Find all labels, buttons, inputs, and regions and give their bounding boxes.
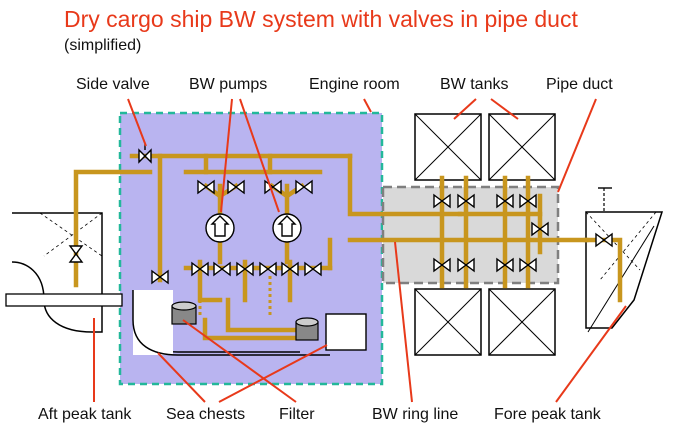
bw-tank: [488, 288, 556, 356]
label-pipe-duct: Pipe duct: [546, 76, 613, 93]
bw-tank: [488, 113, 556, 181]
diagram-title: Dry cargo ship BW system with valves in …: [64, 6, 578, 32]
bw-tank: [414, 113, 482, 181]
label-aft-peak-tank: Aft peak tank: [38, 406, 132, 423]
filter: [295, 317, 319, 341]
label-bw-pumps: BW pumps: [189, 76, 268, 93]
sea-chest-box: [133, 290, 173, 355]
bw-pump: [272, 213, 302, 243]
leader-lines: [93, 98, 627, 403]
diagram-subtitle: (simplified): [64, 37, 142, 54]
side-valve: [138, 144, 152, 164]
fore-peak-tank: [585, 211, 664, 329]
bw-pump: [205, 213, 235, 243]
label-filter: Filter: [279, 406, 315, 423]
label-side-valve: Side valve: [76, 76, 150, 93]
sea-chest-right: [325, 313, 367, 351]
label-sea-chests: Sea chests: [166, 406, 246, 423]
label-fore-peak-tank: Fore peak tank: [494, 406, 601, 423]
label-engine-room: Engine room: [309, 76, 400, 93]
valves: [69, 144, 613, 284]
bw-tank: [414, 288, 482, 356]
dotted-pipes: [198, 276, 272, 318]
aft-peak-tank: [11, 212, 103, 333]
label-bw-ring-line: BW ring line: [372, 406, 459, 423]
label-bw-tanks: BW tanks: [440, 76, 509, 93]
aft-deck-plate: [5, 293, 123, 307]
filter: [171, 301, 197, 325]
